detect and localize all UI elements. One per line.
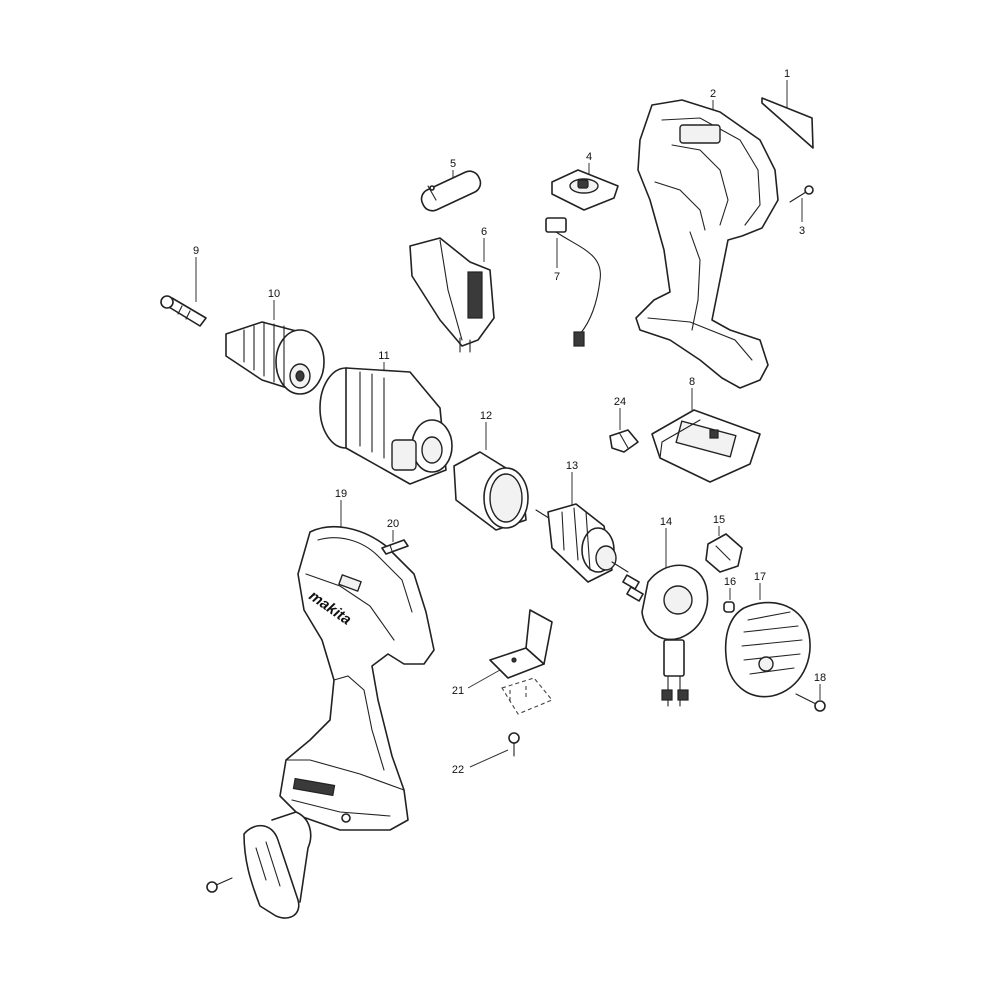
callout-5: 5	[450, 158, 456, 170]
part-12-yoke	[453, 451, 529, 531]
belt-hook-screw	[206, 877, 233, 893]
part-5-switch-lever	[420, 170, 482, 212]
part-11-gear-assembly	[319, 367, 453, 485]
callout-17: 17	[754, 571, 766, 583]
callout-1: 1	[784, 68, 790, 80]
part-9-screw	[160, 295, 207, 327]
callout-21: 21	[452, 685, 464, 697]
callout-2: 2	[710, 88, 716, 100]
callout-10: 10	[268, 288, 280, 300]
carbon-brush-pieces	[622, 574, 644, 602]
callout-20: 20	[387, 518, 399, 530]
part-22-screw	[508, 732, 520, 757]
callout-labels: 1 2 3 4 5 6 7 8 9 10 11 12 13 14 15 16 1…	[193, 68, 826, 776]
callout-24: 24	[614, 396, 626, 408]
part-17-rear-cover	[724, 601, 811, 698]
callout-4: 4	[586, 151, 592, 163]
callout-7: 7	[554, 271, 560, 283]
callout-14: 14	[660, 516, 672, 528]
part-14-brush-holder	[641, 564, 709, 707]
callout-3: 3	[799, 225, 805, 237]
callout-6: 6	[481, 226, 487, 238]
part-15-brush-cap	[705, 533, 743, 573]
part-24-clip	[609, 429, 639, 453]
callout-22: 22	[452, 764, 464, 776]
callout-8: 8	[689, 376, 695, 388]
callout-19: 19	[335, 488, 347, 500]
part-20-spring	[381, 539, 409, 555]
part-18-screw	[795, 693, 826, 712]
part-19-housing-set: makita	[279, 526, 435, 831]
part-3-screw	[789, 185, 814, 203]
part-13-armature	[535, 503, 629, 583]
part-21-terminal-plate	[489, 609, 553, 715]
part-2-housing	[635, 99, 779, 389]
callout-15: 15	[713, 514, 725, 526]
callout-11: 11	[378, 350, 389, 362]
callout-12: 12	[480, 410, 492, 422]
callout-13: 13	[566, 460, 578, 472]
callout-16: 16	[724, 576, 736, 588]
part-1-nameplate	[761, 97, 814, 149]
callout-9: 9	[193, 245, 199, 257]
part-10-chuck	[225, 321, 325, 395]
part-16-pin	[723, 601, 735, 613]
belt-hook	[243, 811, 312, 919]
part-4-shift-lever	[551, 169, 619, 211]
part-8-base-plate	[651, 409, 761, 483]
part-7-led-circuit	[545, 217, 601, 347]
callout-18: 18	[814, 672, 826, 684]
part-6-switch	[409, 237, 495, 353]
